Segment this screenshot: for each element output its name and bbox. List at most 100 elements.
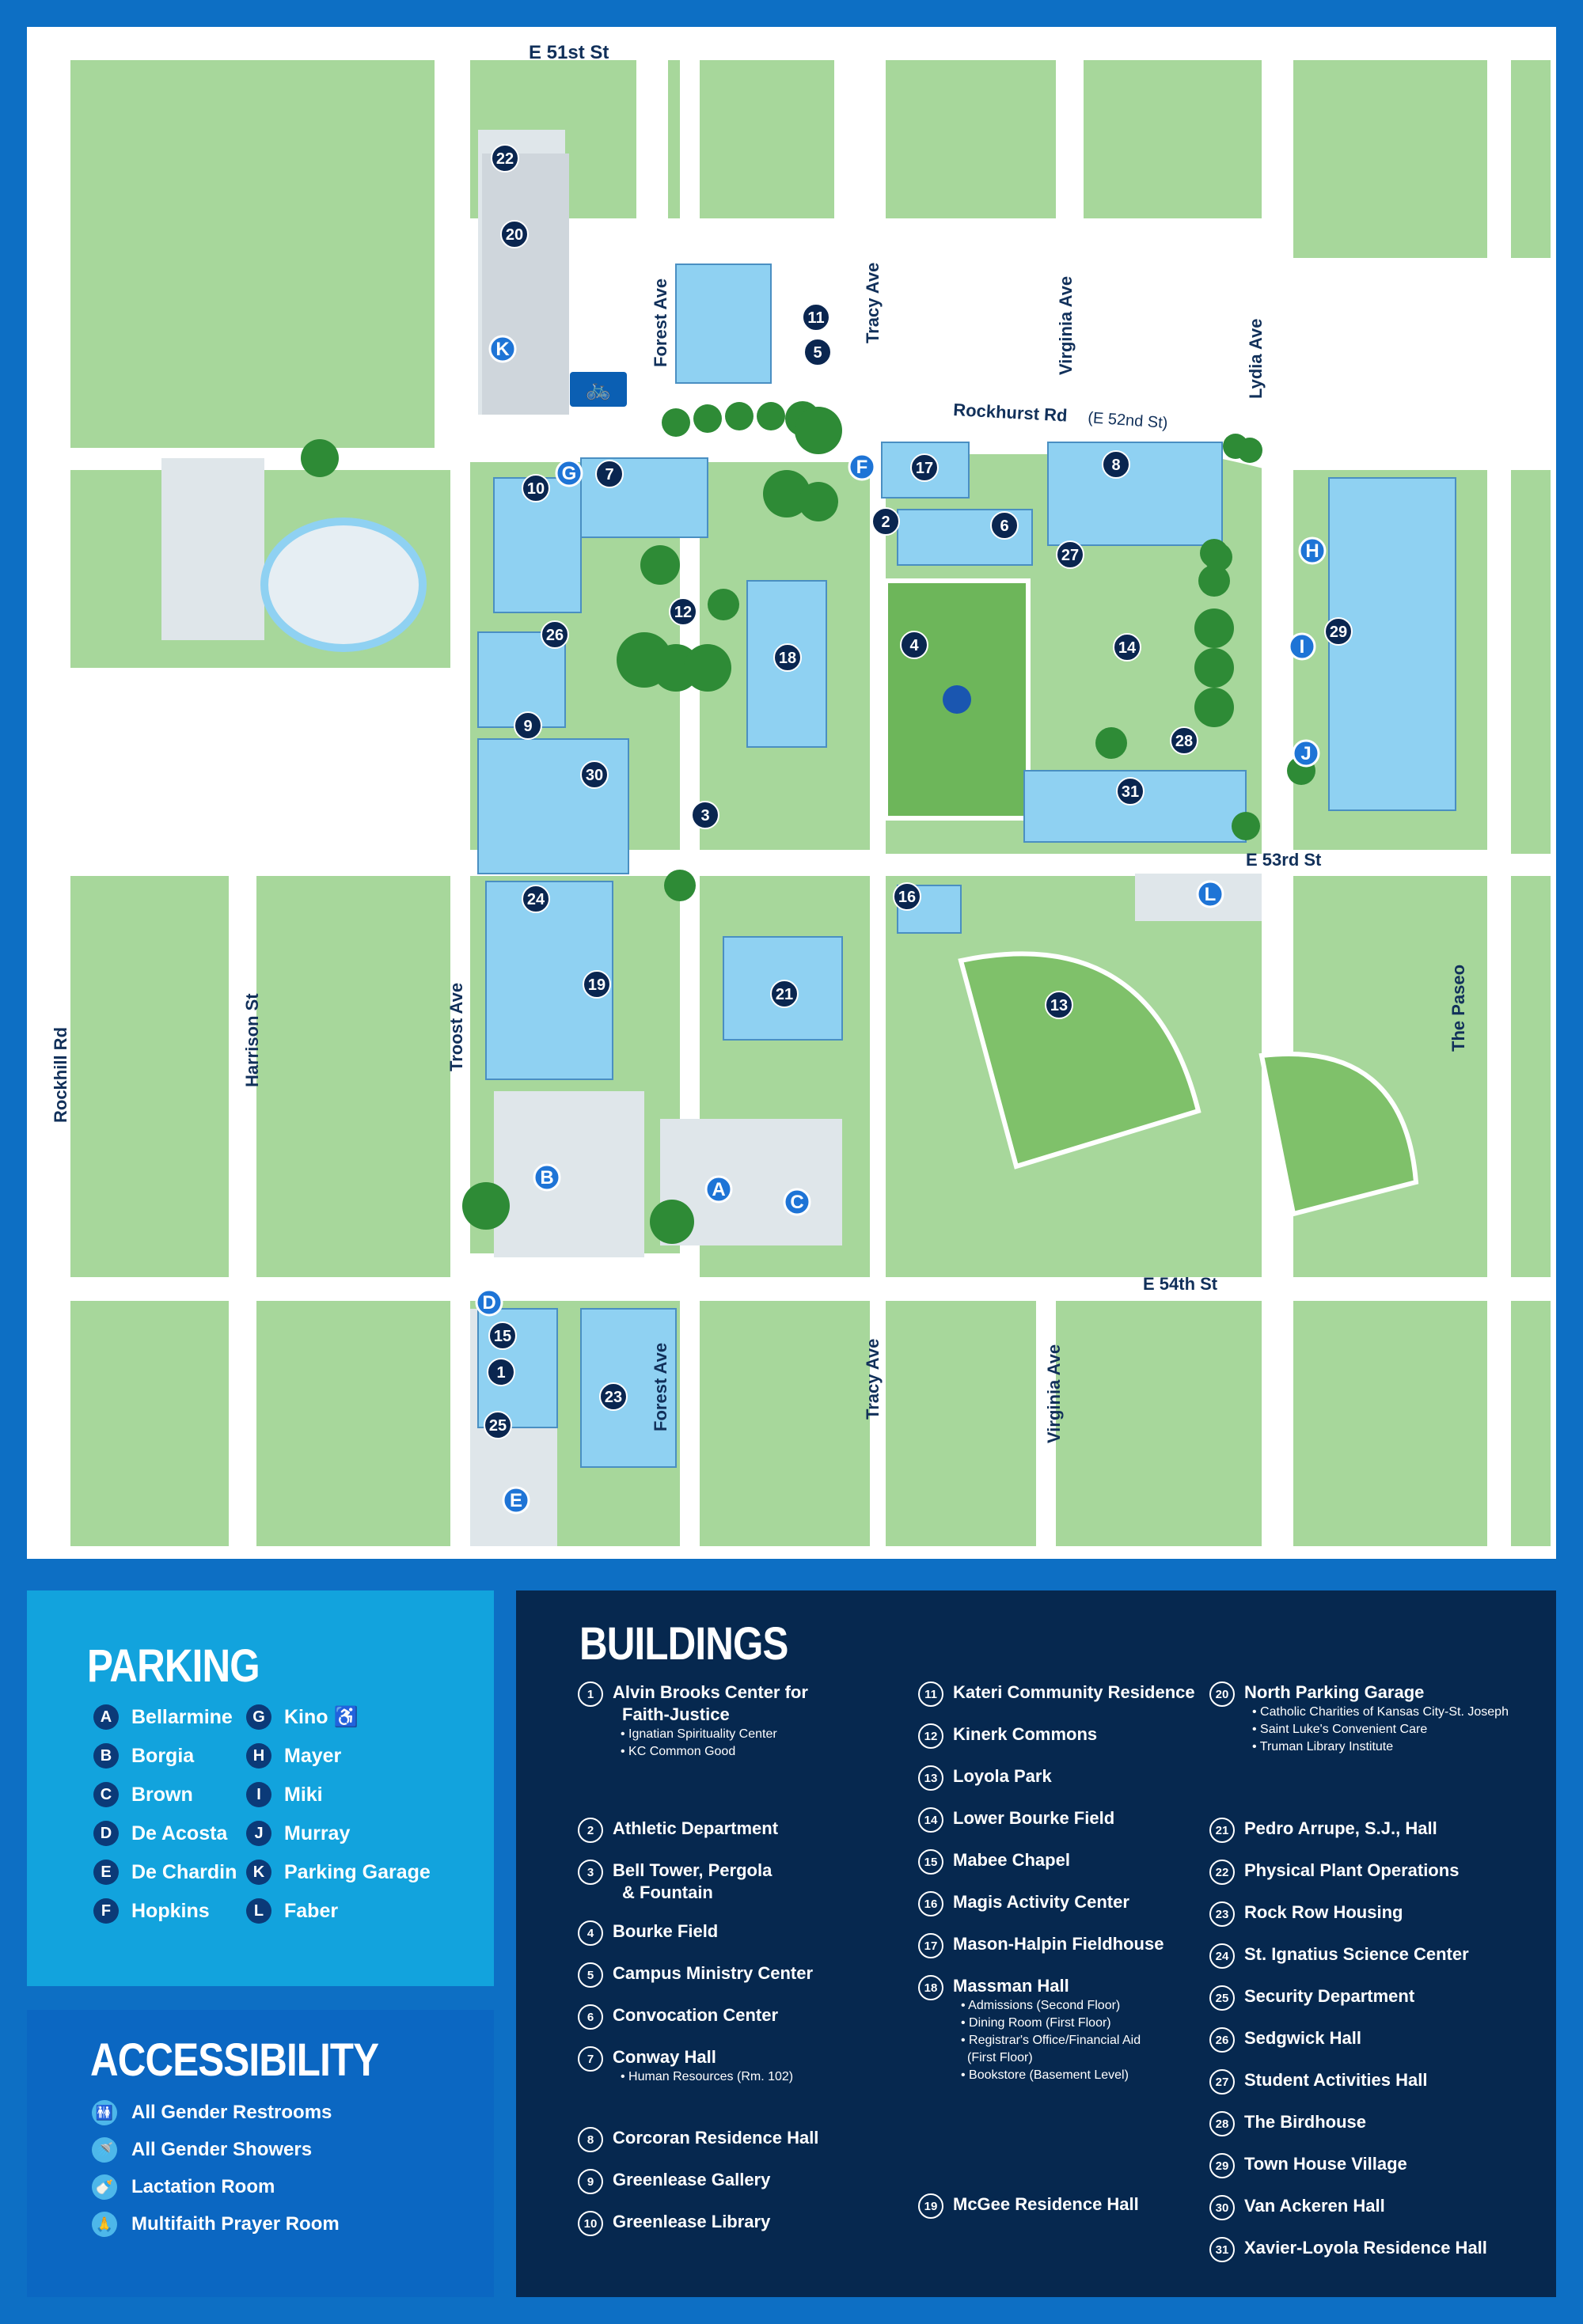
building-marker-14[interactable]: 14 [1113, 633, 1141, 662]
building-marker-13[interactable]: 13 [1045, 991, 1073, 1019]
building-marker-4[interactable]: 4 [900, 631, 928, 659]
building-marker-22[interactable]: 22 [491, 144, 519, 172]
building-marker-10[interactable]: 10 [522, 474, 550, 502]
parking-label: Bellarmine [131, 1705, 233, 1728]
building-marker-6[interactable]: 6 [990, 511, 1019, 540]
parking-label: Hopkins [131, 1899, 210, 1922]
building-marker-9[interactable]: 9 [514, 711, 542, 740]
parking-marker-B[interactable]: B [533, 1163, 561, 1192]
building-marker-label: 7 [605, 466, 613, 483]
building-marker-24[interactable]: 24 [522, 885, 550, 913]
building-marker-12[interactable]: 12 [669, 597, 697, 626]
building-marker-26[interactable]: 26 [541, 620, 569, 649]
parking-marker-J[interactable]: J [1292, 739, 1320, 768]
campus-map-svg[interactable]: E 51st St Rockhurst Rd (E 52nd St) E 53r… [27, 27, 1556, 1559]
building-marker-27[interactable]: 27 [1056, 540, 1084, 569]
parking-marker-C[interactable]: C [783, 1188, 811, 1216]
building-marker-31[interactable]: 31 [1116, 777, 1145, 806]
building-number: 17 [918, 1933, 943, 1958]
campus-map[interactable]: E 51st St Rockhurst Rd (E 52nd St) E 53r… [27, 27, 1556, 1559]
building-marker-18[interactable]: 18 [773, 643, 802, 672]
building-name: Bourke Field [613, 1921, 719, 1941]
building-name: McGee Residence Hall [953, 2194, 1139, 2214]
parking-marker-G[interactable]: G [555, 459, 583, 487]
parking-marker-label: H [1305, 540, 1319, 562]
parking-marker-K[interactable]: K [488, 335, 517, 363]
building-marker-5[interactable]: 5 [803, 338, 832, 366]
parking-marker-H[interactable]: H [1298, 536, 1327, 565]
building-marker-25[interactable]: 25 [484, 1411, 512, 1439]
building-marker-7[interactable]: 7 [595, 460, 624, 488]
building-entry-19[interactable]: 19 McGee Residence Hall [918, 2193, 1139, 2219]
parking-marker-A[interactable]: A [704, 1175, 733, 1204]
building-marker-16[interactable]: 16 [893, 882, 921, 911]
building-marker-30[interactable]: 30 [580, 760, 609, 789]
building-marker-8[interactable]: 8 [1102, 450, 1130, 479]
parking-marker-D[interactable]: D [475, 1288, 503, 1317]
building-marker-23[interactable]: 23 [599, 1382, 628, 1411]
parking-marker-F[interactable]: F [848, 453, 876, 481]
parking-marker-label: F [856, 457, 868, 478]
building-marker-28[interactable]: 28 [1170, 726, 1198, 755]
building-marker-17[interactable]: 17 [910, 453, 939, 482]
building-number: 19 [918, 2193, 943, 2219]
building-marker-2[interactable]: 2 [871, 507, 900, 536]
parking-marker-L[interactable]: L [1196, 880, 1224, 908]
building-marker-21[interactable]: 21 [770, 980, 799, 1008]
building-marker-11[interactable]: 11 [802, 303, 830, 332]
parking-marker-E[interactable]: E [502, 1486, 530, 1515]
building-marker-19[interactable]: 19 [583, 970, 611, 999]
parking-markers[interactable]: K G F H I J L B A C D E [475, 335, 1327, 1515]
building-name-line2: Faith-Justice [622, 1704, 730, 1724]
parking-marker-I[interactable]: I [1288, 632, 1316, 661]
building-marker-3[interactable]: 3 [691, 801, 719, 829]
building-marker-20[interactable]: 20 [500, 220, 529, 248]
building-marker-15[interactable]: 15 [488, 1321, 517, 1350]
building-marker-29[interactable]: 29 [1324, 617, 1353, 646]
building-marker-1[interactable]: 1 [487, 1358, 515, 1386]
